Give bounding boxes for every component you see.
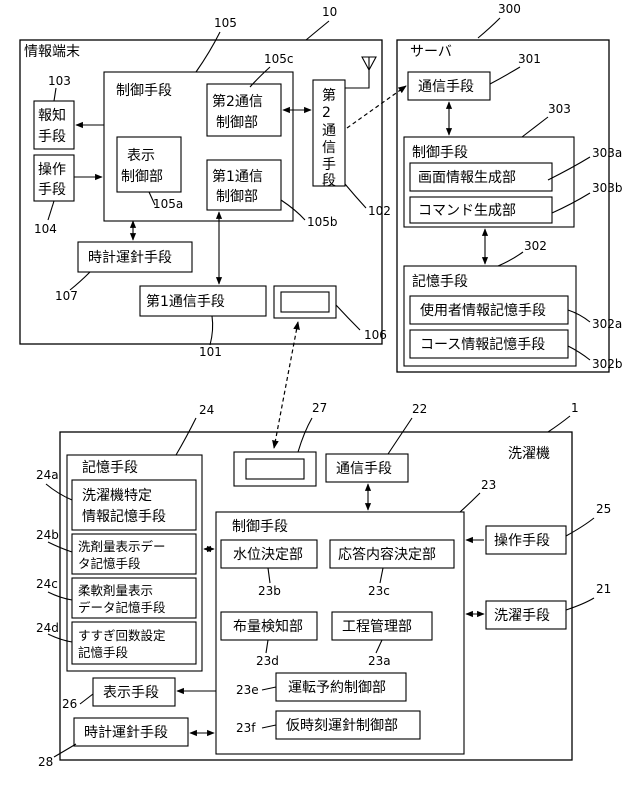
process-ref: 23a <box>368 654 391 668</box>
server-control-ref: 303 <box>548 102 571 116</box>
washer-control-label: 制御手段 <box>232 519 288 535</box>
comm2-label-4: 信 <box>322 140 336 156</box>
washer-control-ref: 23 <box>481 478 496 492</box>
washer-module-ref: 27 <box>312 401 327 415</box>
comm2-label-6: 段 <box>322 173 336 189</box>
washer-clock-ref: 28 <box>38 755 53 769</box>
cmd-gen-label: コマンド生成部 <box>418 203 516 219</box>
washer-display-ref: 26 <box>62 697 77 711</box>
softener-store-ref: 24c <box>36 577 58 591</box>
comm1-label: 第1通信手段 <box>146 293 225 310</box>
display-ctrl-ref: 105a <box>153 197 183 211</box>
reservation-label: 運転予約制御部 <box>288 680 386 696</box>
id-store-label-1: 洗濯機特定 <box>82 488 152 504</box>
course-store-ref: 302b <box>592 357 623 371</box>
comm2-ctrl-label-1: 第2通信 <box>212 93 263 110</box>
terminal-control-label: 制御手段 <box>116 83 172 99</box>
comm2-label-5: 手 <box>322 157 336 173</box>
washer-storage-ref: 24 <box>199 403 214 417</box>
display-ctrl-label-1: 表示 <box>127 148 155 164</box>
water-level-ref: 23b <box>258 584 281 598</box>
comm1-ctrl-ref: 105b <box>307 215 338 229</box>
wash-label: 洗濯手段 <box>494 608 550 624</box>
comm2-label-3: 通 <box>322 123 336 139</box>
washer-comm-label: 通信手段 <box>336 461 392 477</box>
rinse-store-label-2: 記憶手段 <box>78 645 128 660</box>
course-store-label: コース情報記憶手段 <box>420 336 545 353</box>
detergent-store-label-2: タ記憶手段 <box>78 556 141 571</box>
washer-leader <box>548 416 570 432</box>
rinse-store-ref: 24d <box>36 621 59 635</box>
terminal-module-ref: 106 <box>364 328 387 342</box>
detergent-store-label-1: 洗剤量表示デー <box>78 539 166 554</box>
washer-operate-label: 操作手段 <box>494 533 550 549</box>
comm2-ref: 102 <box>368 204 391 218</box>
notify-label-1: 報知 <box>38 107 66 124</box>
washer-storage-label: 記憶手段 <box>82 459 138 476</box>
user-store-label: 使用者情報記憶手段 <box>420 302 546 319</box>
terminal-clock-ref: 107 <box>55 289 78 303</box>
server-storage-ref: 302 <box>524 239 547 253</box>
response-label: 応答内容決定部 <box>338 546 436 563</box>
server-storage-label: 記憶手段 <box>412 273 468 290</box>
id-store-label-2: 情報記憶手段 <box>82 508 166 525</box>
rinse-store-label-1: すすぎ回数設定 <box>78 628 166 643</box>
comm1-ctrl-label-2: 制御部 <box>216 189 258 205</box>
server: サーバ 300 通信手段 301 制御手段 303 画面情報生成部 303a コ… <box>397 2 623 372</box>
load-detect-ref: 23d <box>256 654 279 668</box>
server-comm-ref: 301 <box>518 52 541 66</box>
id-store-ref: 24a <box>36 468 59 482</box>
washer-display-label: 表示手段 <box>103 685 159 701</box>
comm1-ref: 101 <box>199 345 222 359</box>
server-title: サーバ <box>410 44 452 60</box>
washing-machine: 洗濯機 1 記憶手段 24 洗濯機特定 情報記憶手段 24a 洗剤量表示デー タ… <box>36 401 611 769</box>
user-store-ref: 302a <box>592 317 622 331</box>
terminal-control-ref: 105 <box>214 16 237 30</box>
comm2-label-2: 2 <box>322 105 331 121</box>
server-comm-label: 通信手段 <box>418 79 474 95</box>
server-control-label: 制御手段 <box>412 145 468 161</box>
comm2-label-1: 第 <box>322 87 336 104</box>
response-ref: 23c <box>368 584 390 598</box>
notify-ref: 103 <box>48 74 71 88</box>
water-level-label: 水位決定部 <box>233 547 303 563</box>
screen-gen-label: 画面情報生成部 <box>418 170 516 186</box>
terminal-title: 情報端末 <box>24 44 80 60</box>
terminal-ref: 10 <box>322 5 337 19</box>
detergent-store-ref: 24b <box>36 528 59 542</box>
load-detect-label: 布量検知部 <box>233 618 303 635</box>
operate-ref: 104 <box>34 222 57 236</box>
temp-clock-label: 仮時刻運針制御部 <box>286 718 398 734</box>
comm1-ctrl-label-1: 第1通信 <box>212 168 263 185</box>
temp-clock-ref: 23f <box>236 721 256 735</box>
terminal-wireless-module-icon <box>274 286 336 318</box>
info-terminal: 情報端末 10 報知 手段 103 操作 手段 104 制御手段 105 表示 … <box>20 5 391 359</box>
terminal-leader <box>306 21 329 40</box>
screen-gen-ref: 303a <box>592 146 622 160</box>
washer-comm-ref: 22 <box>412 402 427 416</box>
washer-clock-label: 時計運針手段 <box>84 725 168 741</box>
comm2-ctrl-ref: 105c <box>264 52 294 66</box>
cmd-gen-ref: 303b <box>592 181 623 195</box>
display-ctrl-label-2: 制御部 <box>121 169 163 185</box>
server-ref: 300 <box>498 2 521 16</box>
softener-store-label-2: データ記憶手段 <box>78 600 166 615</box>
comm2-ctrl-label-2: 制御部 <box>216 115 258 131</box>
wash-ref: 21 <box>596 582 611 596</box>
terminal-clock-label: 時計運針手段 <box>88 250 172 266</box>
reservation-ref: 23e <box>236 683 259 697</box>
washer-operate-ref: 25 <box>596 502 611 516</box>
washer-wireless-module-icon <box>234 452 316 486</box>
operate-label-2: 手段 <box>38 182 66 198</box>
washer-title: 洗濯機 <box>508 446 550 462</box>
washer-ref: 1 <box>571 401 579 415</box>
operate-label-1: 操作 <box>38 162 66 178</box>
softener-store-label-1: 柔軟剤量表示 <box>78 583 153 598</box>
notify-label-2: 手段 <box>38 129 66 145</box>
server-leader <box>478 18 500 38</box>
process-label: 工程管理部 <box>342 619 412 635</box>
